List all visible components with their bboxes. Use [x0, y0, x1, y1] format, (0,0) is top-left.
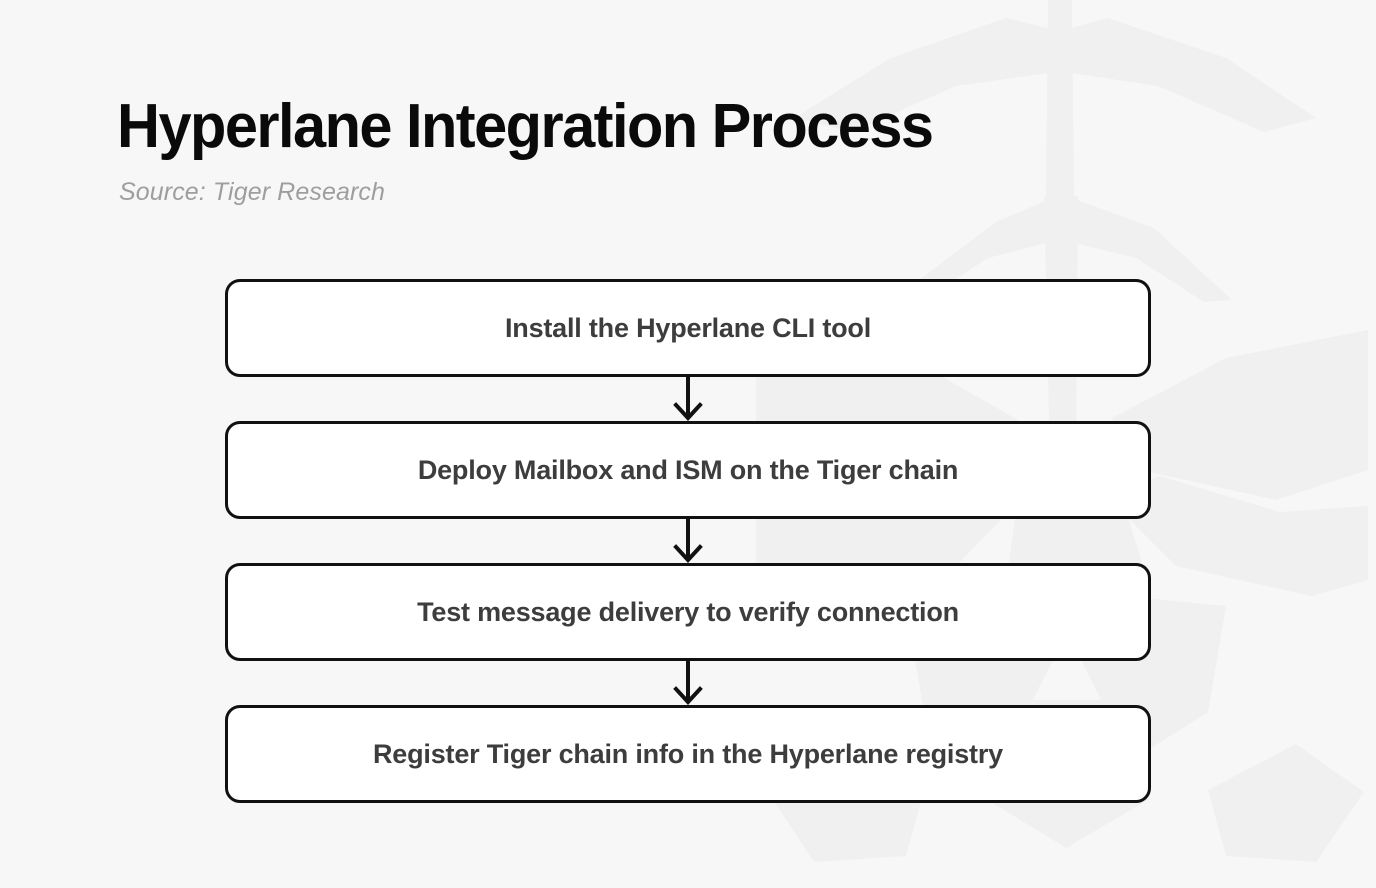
flowchart: Install the Hyperlane CLI tool Deploy Ma…	[225, 279, 1151, 803]
arrow-down-icon	[673, 377, 703, 421]
header-block: Hyperlane Integration Process Source: Ti…	[117, 96, 966, 205]
flow-step-3[interactable]: Test message delivery to verify connecti…	[225, 563, 1151, 661]
flow-step-2-label: Deploy Mailbox and ISM on the Tiger chai…	[417, 454, 959, 485]
flow-step-1[interactable]: Install the Hyperlane CLI tool	[225, 279, 1151, 377]
flow-connector-2-to-3	[225, 519, 1151, 563]
flow-step-4-label: Register Tiger chain info in the Hyperla…	[373, 738, 1003, 769]
flow-step-2[interactable]: Deploy Mailbox and ISM on the Tiger chai…	[225, 421, 1151, 519]
page-title: Hyperlane Integration Process	[117, 92, 934, 161]
source-attribution: Source: Tiger Research	[119, 178, 385, 206]
flow-step-3-label: Test message delivery to verify connecti…	[417, 596, 959, 627]
flow-step-1-label: Install the Hyperlane CLI tool	[504, 312, 872, 343]
flow-connector-1-to-2	[225, 377, 1151, 421]
arrow-down-icon	[673, 661, 703, 705]
arrow-down-icon	[673, 519, 703, 563]
flow-step-4[interactable]: Register Tiger chain info in the Hyperla…	[225, 705, 1151, 803]
flow-connector-3-to-4	[225, 661, 1151, 705]
